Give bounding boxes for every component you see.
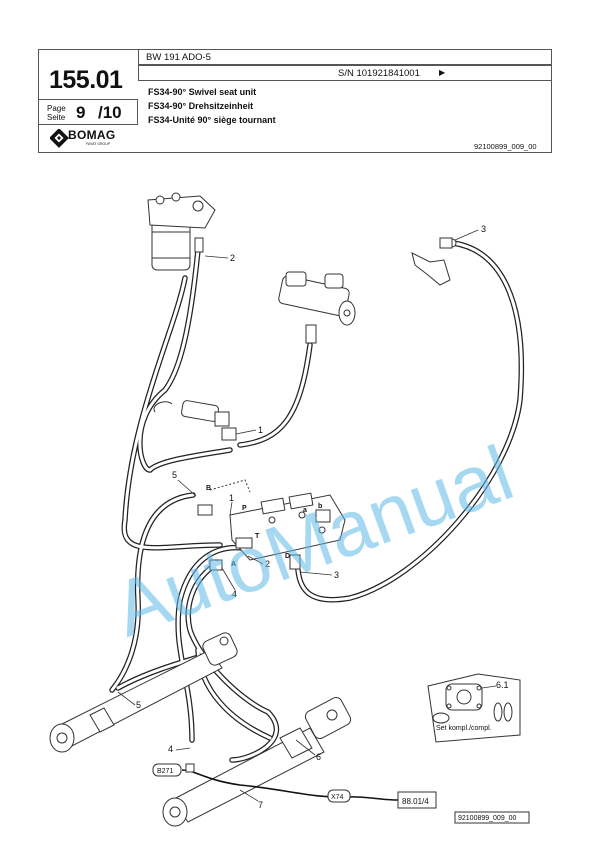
port-a-small: a [303,507,307,514]
title-fr: FS34-Unité 90° siège tournant [148,115,276,125]
serial-cell [138,65,552,81]
reference-tags: B271 X74 88.01/4 92100899_009_00 [152,763,530,824]
title-de: FS34-90° Drehsitzeinheit [148,101,254,111]
callout-4-bottom: 4 [168,744,173,754]
serial-number: S/N 101921841001 [338,68,420,79]
callout-4-mid: 4 [232,589,237,599]
callout-2-mid: 2 [265,559,270,569]
filter-unit [147,192,216,271]
ref-page: 88.01/4 [402,797,429,806]
callout-3-mid: 3 [334,570,339,580]
port-labels: B P T A D a b [206,485,322,568]
brand-sub: FAYAT GROUP [86,142,111,146]
callout-5-bottom: 5 [136,700,141,710]
drawing-code: 92100899_009_00 [474,142,537,151]
cable-connector [185,763,195,773]
port-p: P [242,505,247,512]
kit-label: Set kompl./compl. [436,725,492,732]
title-block: 155.01 Page Seite 9 /10 BOMAG FAYAT GROU… [38,49,552,153]
page-current: 9 [76,103,86,122]
page-number: 155.01 [49,66,123,94]
drawing-code-bottom: 92100899_009_00 [458,815,517,822]
callout-1-top: 1 [258,425,263,435]
port-b-small: b [318,503,322,510]
title-en: FS34-90° Swivel seat unit [148,87,257,97]
hose-fills [110,241,523,762]
callout-6: 6 [316,752,321,762]
page-counter-cell [38,99,138,125]
control-valve-block [197,479,346,571]
callout-5-top: 5 [172,470,177,480]
callouts: 2 3 1 1 5 2 3 4 5 4 6 6.1 7 [136,224,509,810]
callout-2-top: 2 [230,253,235,263]
page-label-en: Page [47,104,66,113]
small-valve [153,400,237,441]
port-d: D [285,553,290,560]
hydraulic-cylinder-lower [162,696,352,827]
port-t: T [255,533,260,540]
page-total: /10 [98,103,122,122]
gasket-kit-box [427,673,521,743]
bomag-logo [50,129,69,148]
hydraulic-cylinder-left [49,632,238,753]
swivel-pump-unit [278,271,356,344]
callout-6-1: 6.1 [496,680,509,690]
model-cell [138,49,552,65]
electric-cable [181,769,399,801]
brand-name: BOMAG [68,128,116,142]
port-a: A [231,561,236,568]
model-name: BW 191 ADO-5 [146,52,211,63]
ref-b271: B271 [157,768,173,775]
ref-x74: X74 [331,794,344,801]
leader-lines [117,229,497,802]
page-label-de: Seite [47,113,66,122]
callout-1-mid: 1 [229,493,234,503]
callout-7: 7 [258,800,263,810]
callout-3-top: 3 [481,224,486,234]
serial-arrow-icon: ▶ [439,68,446,77]
elbow-fitting-top-right [411,237,457,286]
port-b: B [206,485,211,492]
